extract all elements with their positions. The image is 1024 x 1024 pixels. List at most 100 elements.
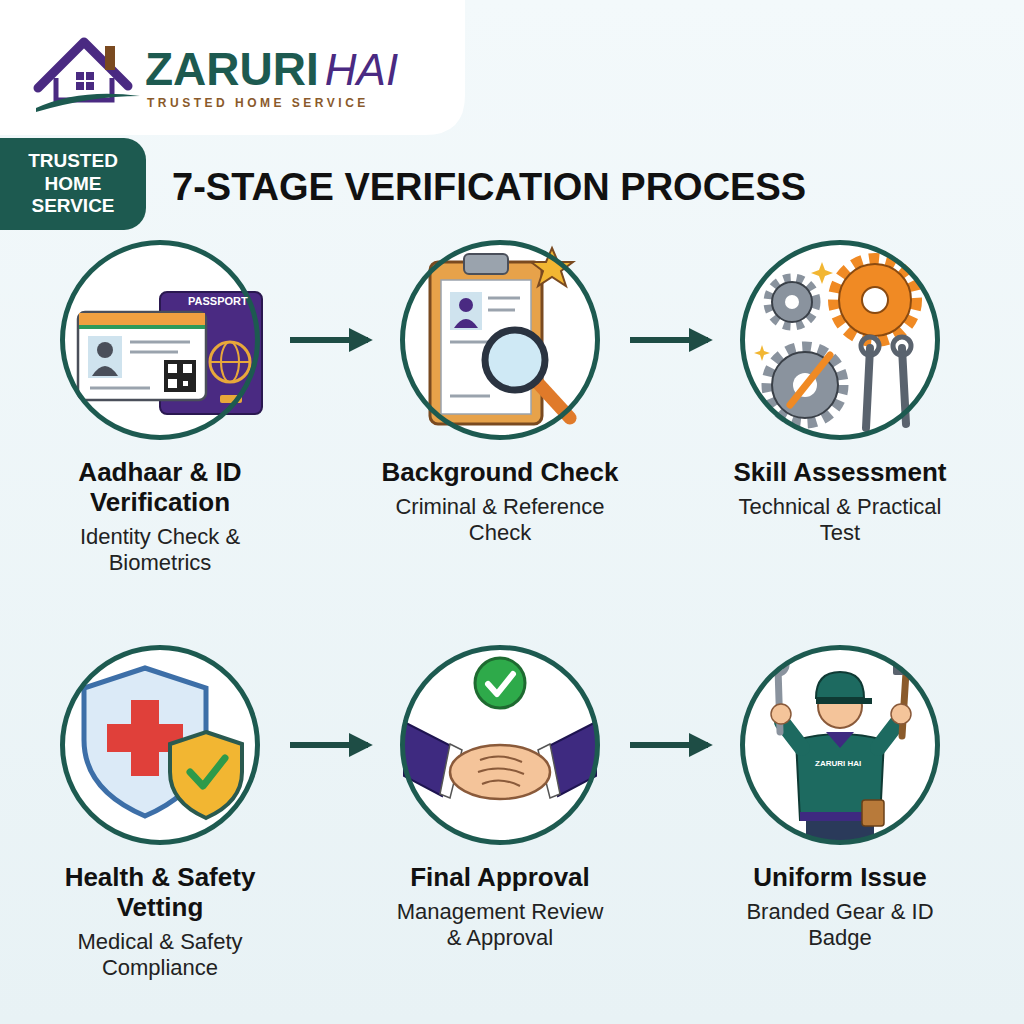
stage-heading: Background Check (370, 458, 630, 488)
worker-figure-part (782, 722, 802, 748)
background-check-icon-part (459, 298, 473, 312)
id-passport-icon-part (79, 325, 205, 329)
handshake-icon-part (488, 674, 513, 694)
stage-heading: Uniform Issue (710, 863, 970, 893)
id-passport-icon-part (130, 351, 178, 354)
id-passport-icon-part (130, 341, 190, 344)
house-logo-part (86, 82, 94, 90)
id-passport-icon-part (183, 381, 188, 386)
id-passport-icon (78, 292, 262, 414)
background-check-icon-part (488, 297, 520, 300)
brand-name: ZARURI (145, 46, 319, 92)
id-passport-icon-part (183, 364, 192, 373)
house-logo (36, 42, 140, 112)
worker-figure-part (862, 800, 884, 826)
circle-fill-part (404, 649, 596, 841)
background-check-icon-part (531, 248, 573, 286)
worker-figure-part (826, 732, 854, 748)
circle-fill-part (404, 244, 596, 436)
flow-arrow (290, 742, 368, 748)
skill-gears-icon-part (861, 337, 879, 355)
stage-subtitle: Medical & Safety Compliance (48, 929, 272, 982)
id-passport-icon-part (220, 395, 242, 403)
skill-gears-icon-part (754, 345, 770, 361)
skill-gears-icon-part (767, 347, 843, 423)
stage-subtitle: Management Review & Approval (388, 899, 612, 952)
background-check-icon (430, 248, 573, 424)
stage-subtitle: Criminal & Reference Check (388, 494, 612, 547)
stage-subtitle: Technical & Practical Test (728, 494, 952, 547)
house-logo-part (86, 72, 94, 80)
stage-heading: Skill Assessment (710, 458, 970, 488)
skill-gears-icon (754, 259, 916, 428)
id-passport-icon-part (168, 364, 177, 373)
handshake-icon (404, 658, 596, 799)
handshake-icon-part (478, 756, 524, 786)
skill-gears-icon-part (811, 262, 833, 284)
id-passport-icon-part (210, 361, 250, 363)
stage-heading: Aadhaar & ID Verification (30, 458, 290, 518)
stage-circle (60, 240, 260, 440)
circle-fill-part (744, 244, 936, 436)
stage-node: Uniform IssueBranded Gear & ID Badge (710, 645, 970, 952)
worker-figure-part (769, 656, 787, 674)
handshake-icon-part (450, 745, 550, 799)
background-check-icon-part (450, 395, 490, 398)
worker-figure (769, 656, 919, 858)
background-check-icon-part (450, 292, 482, 330)
health-shield-icon-part (170, 732, 242, 818)
logo-panel-part (0, 0, 465, 135)
stage-circle (400, 645, 600, 845)
id-passport-icon-part (88, 336, 122, 378)
circle-fill-part (744, 649, 936, 841)
id-passport-icon-part (92, 366, 118, 376)
id-passport-icon-part (164, 360, 196, 392)
skill-gears-icon-part (862, 287, 888, 313)
skill-gears-icon-part (839, 264, 911, 336)
stage-node: Background CheckCriminal & Reference Che… (370, 240, 630, 547)
background-check-icon-part (464, 254, 508, 274)
brand-name-accent: HAI (325, 48, 398, 92)
worker-figure-part (816, 698, 872, 704)
uniform-logo-text: ZARURI HAI (815, 760, 861, 768)
stage-node: Final ApprovalManagement Review & Approv… (370, 645, 630, 952)
stage-subtitle: Identity Check & Biometrics (48, 524, 272, 577)
worker-figure-part (891, 704, 911, 724)
house-logo-part (76, 72, 84, 80)
logo-panel (0, 0, 465, 135)
tag-badge: TRUSTED HOME SERVICE (0, 138, 146, 230)
health-shield-icon-part (190, 758, 225, 786)
passport-text: PASSPORT (188, 296, 248, 307)
stage-subtitle: Branded Gear & ID Badge (728, 899, 952, 952)
flow-arrow (630, 742, 708, 748)
health-shield-icon (84, 668, 242, 818)
skill-gears-icon-part (790, 355, 830, 405)
stage-node: Aadhaar & ID VerificationIdentity Check … (30, 240, 290, 577)
stage-circle (400, 240, 600, 440)
skill-gears-icon-part (893, 337, 911, 355)
flow-arrow (290, 337, 368, 343)
skill-gears-icon-part (772, 282, 812, 322)
page-title: 7-STAGE VERIFICATION PROCESS (172, 166, 806, 209)
brand-tagline: TRUSTED HOME SERVICE (147, 97, 369, 109)
worker-figure-part (771, 704, 791, 724)
background-check-icon-part (454, 319, 478, 328)
worker-figure-part (893, 664, 919, 675)
worker-figure-part (878, 722, 898, 748)
house-logo-part (105, 46, 115, 70)
stage-circle (740, 240, 940, 440)
skill-gears-icon-part (834, 259, 916, 341)
stage-heading: Final Approval (370, 863, 630, 893)
circle-fill-part (64, 649, 256, 841)
stage-circle (60, 645, 260, 845)
skill-gears-icon-part (768, 278, 816, 326)
flow-arrow (630, 337, 708, 343)
house-logo-part (36, 94, 140, 112)
handshake-icon-part (475, 658, 525, 708)
id-passport-icon-part (168, 379, 177, 388)
background-check-icon-part (537, 382, 570, 418)
id-passport-icon-part (97, 342, 113, 358)
background-check-icon-part (485, 330, 545, 390)
id-passport-icon-part (210, 342, 250, 382)
background-check-icon-part (488, 309, 515, 312)
